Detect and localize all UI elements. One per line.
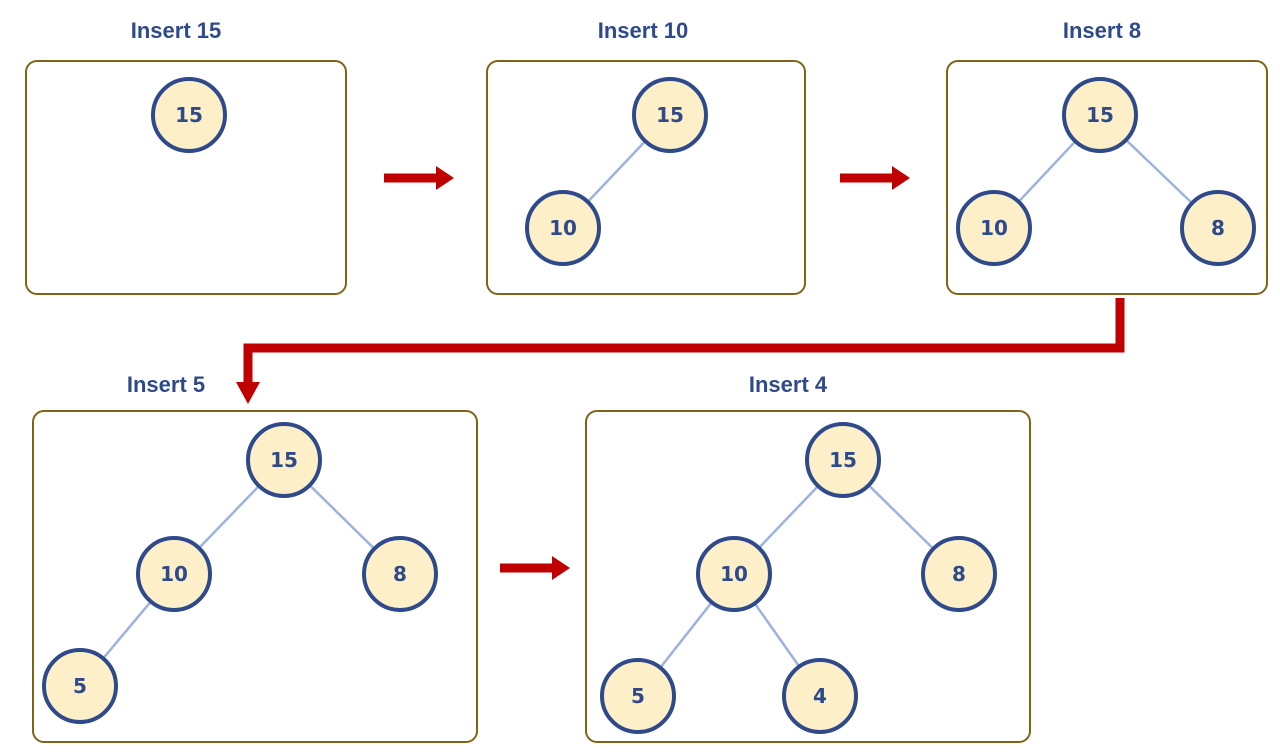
node-circle (632, 77, 708, 153)
node-label: 5 (631, 684, 645, 708)
tree-node-10: 10 (525, 190, 601, 266)
step-3-panel: 15 10 8 (946, 60, 1268, 295)
node-circle (600, 658, 676, 734)
node-circle (805, 422, 881, 498)
tree-node-15: 15 (246, 422, 322, 498)
step-3-title: Insert 8 (1062, 18, 1142, 43)
step-3-tree: 15 10 8 (956, 77, 1256, 266)
node-circle (362, 536, 438, 612)
tree-node-8: 8 (921, 536, 997, 612)
node-label: 10 (549, 216, 577, 240)
step-1-tree: 15 (151, 77, 227, 153)
tree-node-10: 10 (956, 190, 1032, 266)
node-label: 15 (829, 448, 857, 472)
tree-node-8: 8 (362, 536, 438, 612)
step-2-title: Insert 10 (597, 18, 689, 43)
node-label: 10 (160, 562, 188, 586)
tree-node-15: 15 (1062, 77, 1138, 153)
node-label: 10 (720, 562, 748, 586)
node-circle (921, 536, 997, 612)
node-label: 4 (813, 684, 827, 708)
step-5-panel: 15 10 8 5 4 (585, 410, 1031, 743)
node-circle (525, 190, 601, 266)
tree-node-15: 15 (805, 422, 881, 498)
tree-node-15: 15 (151, 77, 227, 153)
node-label: 15 (1086, 103, 1114, 127)
step-1-panel: 15 (25, 60, 347, 295)
step-5-title: Insert 4 (748, 372, 828, 397)
tree-node-10: 10 (696, 536, 772, 612)
tree-node-8: 8 (1180, 190, 1256, 266)
node-circle (696, 536, 772, 612)
tree-node-4: 4 (782, 658, 858, 734)
tree-node-10: 10 (136, 536, 212, 612)
node-label: 10 (980, 216, 1008, 240)
node-label: 8 (952, 562, 966, 586)
node-circle (782, 658, 858, 734)
node-label: 8 (393, 562, 407, 586)
node-label: 15 (270, 448, 298, 472)
node-circle (246, 422, 322, 498)
node-label: 8 (1211, 216, 1225, 240)
step-4-panel: 15 10 8 5 (32, 410, 478, 743)
node-circle (1180, 190, 1256, 266)
tree-node-5: 5 (600, 658, 676, 734)
step-1-title: Insert 15 (130, 18, 222, 43)
node-circle (136, 536, 212, 612)
step-4-title: Insert 5 (126, 372, 206, 397)
node-circle (42, 648, 118, 724)
node-circle (1062, 77, 1138, 153)
node-circle (956, 190, 1032, 266)
arrow-step3-to-step4 (236, 298, 1125, 404)
arrow-step4-to-step5 (500, 556, 570, 580)
step-4-tree: 15 10 8 5 (42, 422, 438, 724)
arrow-step2-to-step3 (840, 166, 910, 190)
node-label: 5 (73, 674, 87, 698)
tree-node-5: 5 (42, 648, 118, 724)
arrow-step1-to-step2 (384, 166, 454, 190)
node-circle (151, 77, 227, 153)
step-5-tree: 15 10 8 5 4 (600, 422, 997, 734)
node-label: 15 (656, 103, 684, 127)
node-label: 15 (175, 103, 203, 127)
tree-node-15: 15 (632, 77, 708, 153)
